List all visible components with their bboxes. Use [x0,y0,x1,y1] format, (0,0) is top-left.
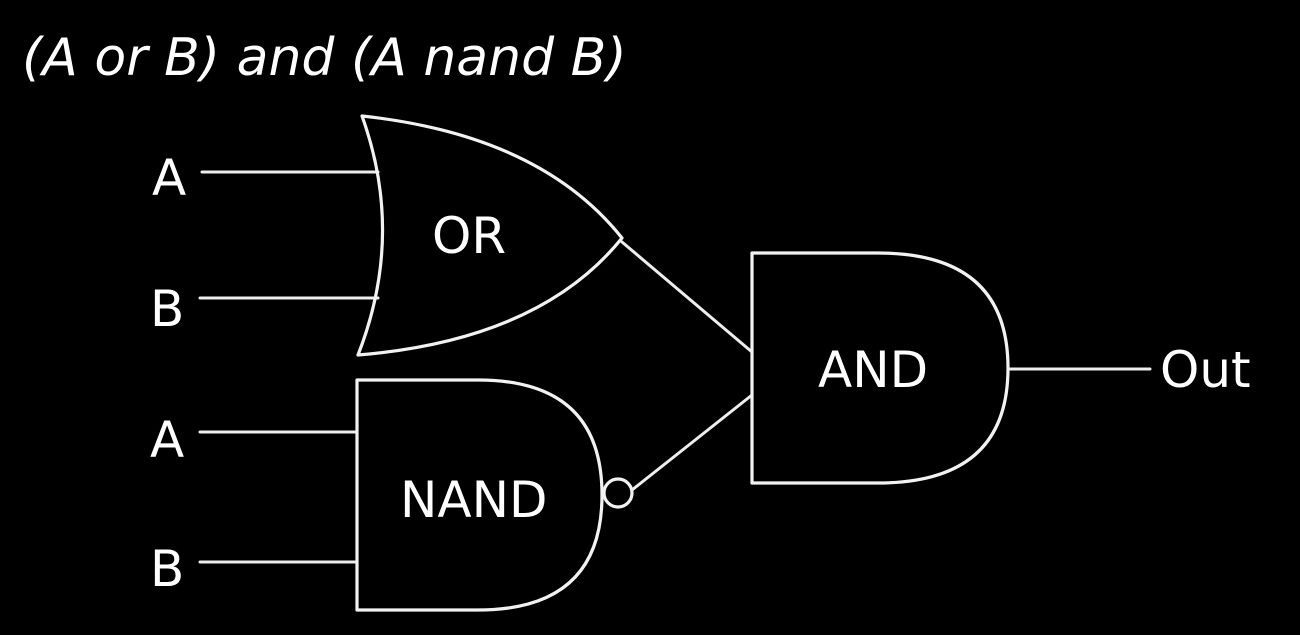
nand-gate-label: NAND [400,471,548,529]
input-b-nand-label: B [150,540,184,598]
or-gate-label: OR [432,207,506,265]
and-gate-label: AND [818,341,928,399]
wire-or-to-and [620,240,754,354]
and-gate [750,251,1010,485]
input-a-or-label: A [152,149,186,207]
input-a-nand-label: A [150,411,184,469]
or-gate [356,114,624,357]
input-b-or-label: B [150,280,184,338]
wire-nand-to-and [630,393,754,492]
output-label: Out [1160,341,1251,399]
expression-title: (A or B) and (A nand B) [22,28,627,88]
nand-gate [355,378,604,612]
nand-inversion-bubble [602,477,634,509]
